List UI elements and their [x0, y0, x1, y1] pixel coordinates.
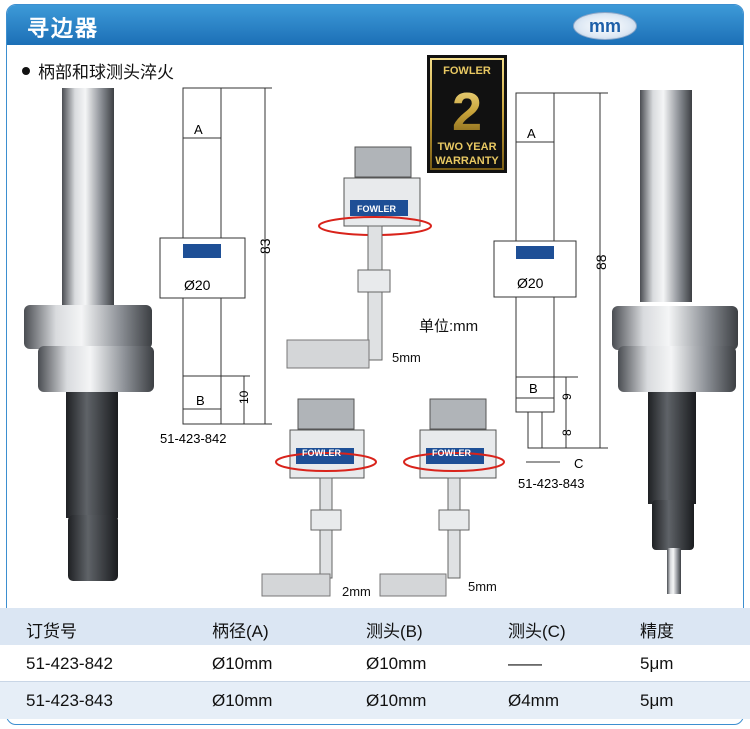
length-left: 83 [257, 238, 273, 254]
dim-a-left: A [194, 122, 203, 137]
table-header-row: 订货号 柄径(A) 测头(B) 测头(C) 精度 [0, 608, 750, 645]
table-cell: Ø4mm [508, 691, 559, 710]
unit-note: 单位:mm [419, 318, 478, 335]
header-cell: 测头(C) [508, 622, 566, 641]
table-row: 51-423-843 Ø10mm Ø10mm Ø4mm 5μm [0, 682, 750, 719]
table-cell: Ø10mm [212, 654, 273, 673]
warranty-brand: FOWLER [443, 65, 491, 77]
feature-bullet: 柄部和球测头淬火 [22, 58, 174, 83]
table-cell: Ø10mm [366, 654, 427, 673]
length-right: 88 [593, 254, 609, 270]
header-cell: 测头(B) [366, 622, 423, 641]
edge-finder-photo-left [24, 88, 154, 581]
usage-illustration-top [286, 146, 432, 369]
spec-table: 订货号 柄径(A) 测头(B) 测头(C) 精度 51-423-842 Ø10m… [0, 608, 750, 719]
dim-b-right: B [529, 381, 538, 396]
dim-8-right: 8 [560, 429, 574, 436]
model-right: 51-423-843 [518, 476, 585, 491]
dim-c-right: C [574, 456, 583, 471]
header-cell: 订货号 [26, 622, 77, 641]
header-cell: 精度 [640, 622, 674, 641]
dim-a-right: A [527, 126, 536, 141]
brand-top: FOWLER [357, 204, 396, 214]
model-left: 51-423-842 [160, 431, 227, 446]
diagram-left [159, 87, 272, 425]
dim-b-left: B [196, 393, 205, 408]
offset-top: 5mm [392, 350, 421, 365]
warranty-line2: WARRANTY [435, 155, 499, 167]
warranty-badge [427, 55, 507, 173]
warranty-number: 2 [452, 82, 482, 142]
table-cell: 5μm [640, 691, 674, 710]
table-cell: Ø10mm [366, 691, 427, 710]
diagram-right [493, 92, 608, 463]
offset-right: 5mm [468, 579, 497, 594]
usage-illustration-right [379, 398, 505, 597]
warranty-line1: TWO YEAR [437, 141, 496, 153]
brand-left-usage: FOWLER [302, 448, 341, 458]
usage-illustration-left [261, 398, 377, 597]
table-cell: 5μm [640, 654, 674, 673]
bullet-dot-icon [22, 66, 30, 75]
header-bar: 寻边器 mm [7, 5, 743, 45]
page-title: 寻边器 [27, 16, 100, 41]
table-row: 51-423-842 Ø10mm Ø10mm —— 5μm [0, 645, 750, 682]
table-cell: 51-423-843 [26, 691, 113, 710]
edge-finder-photo-right [612, 90, 738, 594]
unit-badge: mm [573, 12, 637, 40]
table-cell: 51-423-842 [26, 654, 113, 673]
diameter-left: Ø20 [184, 277, 211, 293]
feature-text: 柄部和球测头淬火 [38, 63, 174, 82]
header-cell: 柄径(A) [212, 622, 269, 641]
table-cell: —— [508, 654, 542, 673]
brand-right-usage: FOWLER [432, 448, 471, 458]
dim-9-right: 9 [560, 393, 574, 400]
table-cell: Ø10mm [212, 691, 273, 710]
offset-left: 2mm [342, 584, 371, 599]
diameter-right: Ø20 [517, 275, 544, 291]
tip-left: 10 [237, 390, 251, 404]
